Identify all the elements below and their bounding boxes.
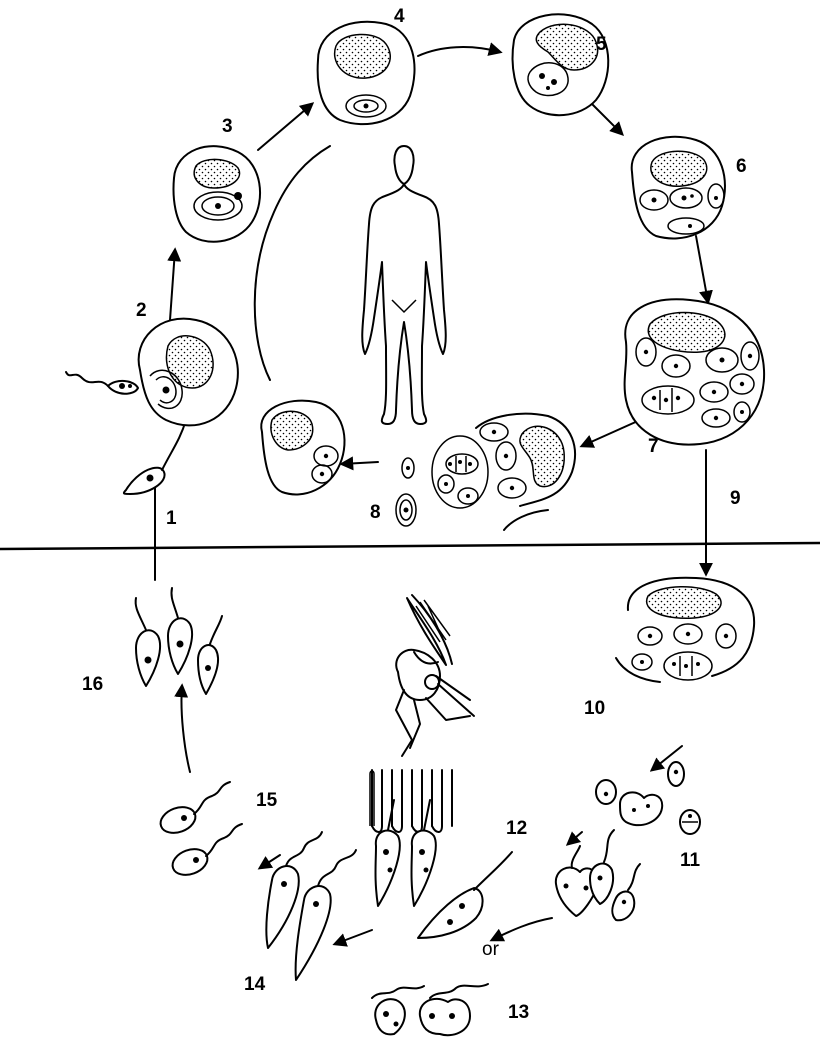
stage-4-amastigote-in-vacuole [318, 22, 415, 124]
label-stage-7: 7 [648, 436, 659, 457]
label-stage-3: 3 [222, 116, 233, 137]
stage-8-free-amastigotes-reinfection [261, 401, 416, 526]
label-stage-6: 6 [736, 156, 747, 177]
stage-12-promastigotes-gut-attached [370, 770, 512, 938]
label-stage-1: 1 [166, 508, 177, 529]
label-stage-14: 14 [244, 974, 266, 995]
label-stage-5: 5 [596, 34, 607, 55]
label-stage-9: 9 [730, 488, 741, 509]
label-stage-4: 4 [394, 6, 405, 27]
stage-10-ingested-macrophage [616, 578, 754, 682]
stage-1-promastigote [124, 420, 186, 494]
label-stage-10: 10 [584, 698, 605, 719]
stage-16-infective-promastigotes [136, 588, 222, 694]
label-stage-11: 11 [680, 850, 701, 871]
label-stage-2: 2 [136, 300, 147, 321]
label-stage-13: 13 [508, 1002, 529, 1023]
stage-11-amastigotes-transforming [556, 762, 700, 920]
stage-3-parasitophorous-vacuole [174, 146, 261, 242]
stage-13-haptomonad-forms [372, 984, 488, 1035]
stage-6-multiplying-amastigotes [632, 137, 725, 239]
label-stage-12: 12 [506, 818, 527, 839]
label-stage-8: 8 [370, 502, 381, 523]
stage-15-metacyclic-forms [157, 782, 242, 879]
sandfly-vector-figure [396, 595, 474, 756]
stage-5-dividing-amastigote [513, 14, 609, 115]
label-stage-16: 16 [82, 674, 103, 695]
human-host-figure [362, 146, 446, 424]
label-stage-15: 15 [256, 790, 278, 811]
stage-7-rupturing-macrophage [432, 414, 575, 530]
host-vector-divider [0, 543, 820, 549]
stage-2-macrophage-phagocytosis [66, 319, 238, 426]
label-or: or [482, 939, 500, 960]
stage-packed-macrophage [625, 299, 765, 444]
